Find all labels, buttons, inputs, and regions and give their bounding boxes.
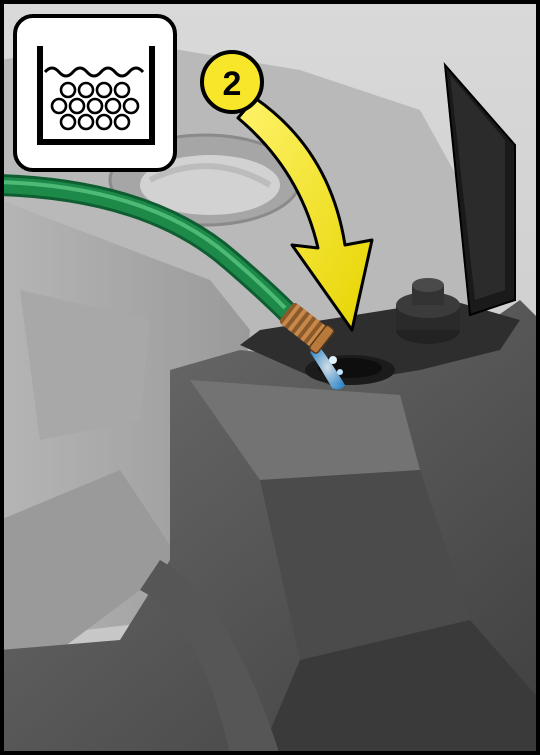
water-tank-icon xyxy=(15,16,175,170)
step-number: 2 xyxy=(223,65,242,103)
step-badge: 2 xyxy=(202,52,262,112)
